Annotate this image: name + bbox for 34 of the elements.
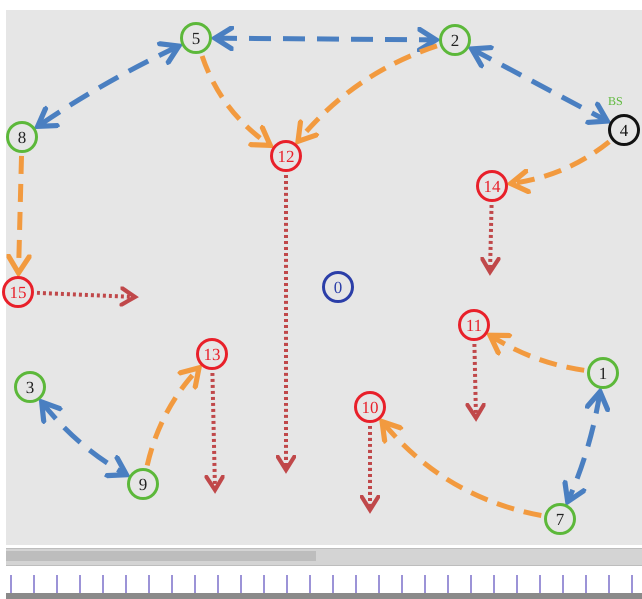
arrow bbox=[35, 41, 182, 129]
arrow bbox=[295, 44, 438, 144]
node-number: 8 bbox=[18, 128, 26, 146]
node-number: 13 bbox=[204, 346, 220, 362]
arrow bbox=[200, 55, 273, 148]
arrow bbox=[204, 372, 226, 492]
node-number: 12 bbox=[278, 148, 294, 164]
node-number: 11 bbox=[466, 316, 482, 334]
node-number: 1 bbox=[598, 364, 608, 382]
arrow bbox=[562, 389, 610, 504]
node-number: 14 bbox=[484, 178, 500, 194]
arrow bbox=[465, 344, 486, 420]
arrow bbox=[212, 25, 439, 53]
arrow bbox=[39, 399, 130, 478]
arrow bbox=[276, 175, 296, 472]
arrow bbox=[508, 140, 611, 194]
arrow bbox=[360, 426, 380, 512]
arrow bbox=[6, 156, 32, 276]
node-number: 4 bbox=[620, 122, 628, 138]
node-tag: BS bbox=[608, 95, 623, 107]
arrow bbox=[380, 419, 542, 518]
node-number: 10 bbox=[362, 398, 378, 416]
node-number: 5 bbox=[192, 30, 200, 46]
node-number: 3 bbox=[26, 378, 34, 396]
node-number: 7 bbox=[556, 510, 564, 528]
node-number: 2 bbox=[450, 32, 460, 48]
arrow bbox=[36, 286, 138, 307]
arrow bbox=[469, 44, 610, 126]
node-number: 15 bbox=[10, 284, 26, 300]
node-number: 9 bbox=[138, 476, 148, 492]
arrow bbox=[144, 365, 202, 466]
arrow bbox=[487, 332, 585, 373]
node-number: 0 bbox=[334, 278, 342, 296]
arrow bbox=[480, 204, 501, 274]
